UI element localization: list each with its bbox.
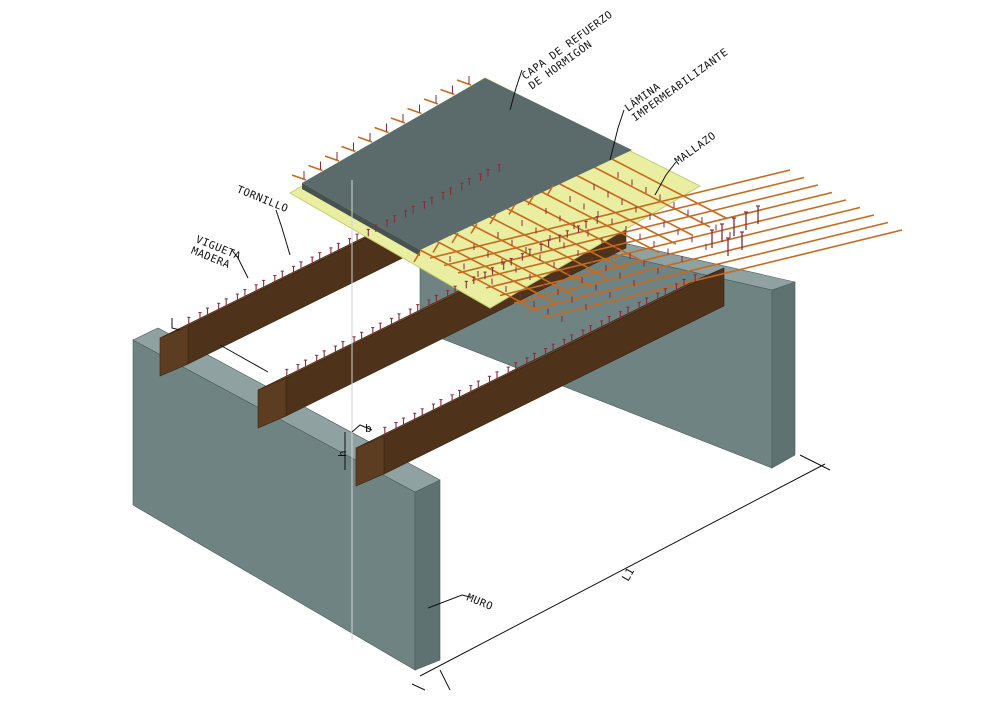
- callout-lamina: LÁMINA IMPERMEABILIZANTE: [622, 46, 731, 124]
- leader-capa: [509, 69, 523, 111]
- rebar-stub: [357, 136, 373, 143]
- rebar-stub: [440, 88, 455, 96]
- mesh-bar: [453, 232, 575, 296]
- rebar-stub: [413, 251, 421, 263]
- back-wall-face: [771, 281, 796, 469]
- rebar-stub: [374, 126, 389, 134]
- slab-edge: [302, 183, 420, 256]
- joist-end: [355, 435, 385, 487]
- callout-capa: CAPA DE REFUERZO DE HORMIGÓN: [520, 9, 615, 93]
- dimension-h-label: h: [336, 450, 349, 457]
- joist-end: [257, 377, 287, 429]
- rebar-stub: [291, 174, 307, 181]
- mesh-bar: [443, 176, 805, 267]
- leader-lines: [231, 69, 677, 609]
- mesh-bar: [513, 214, 875, 304]
- rebar-stub: [470, 223, 478, 234]
- mesh-bar: [538, 189, 660, 254]
- rebar-stub: [508, 204, 516, 215]
- rebar-stub: [341, 145, 356, 153]
- label-lamina-line2: IMPERMEABILIZANTE: [630, 46, 731, 124]
- front-wall-face: [414, 479, 441, 671]
- rebar-stub: [407, 107, 422, 115]
- rebar-mesh: [419, 155, 903, 322]
- mesh-bar: [485, 199, 847, 289]
- rebar-stub: [451, 232, 459, 244]
- dimension-l1: L1: [411, 454, 831, 691]
- leader-muro: [427, 594, 471, 609]
- leader-vigueta: [231, 249, 249, 279]
- mesh-bar: [429, 169, 791, 259]
- slab-rebar-stubs: [291, 76, 554, 263]
- dimension-bh: b h: [171, 318, 373, 470]
- mesh-bar: [606, 155, 728, 220]
- mesh-bar: [527, 221, 889, 312]
- mesh-bar: [487, 215, 609, 279]
- rebar-stub: [423, 98, 439, 105]
- leader-tornillo: [275, 209, 291, 256]
- mesh-bar: [457, 184, 819, 274]
- mesh-bar: [499, 206, 861, 297]
- rebar-stub: [308, 164, 323, 172]
- rebar-stub: [489, 213, 497, 225]
- label-mallazo: MALLAZO: [673, 130, 719, 168]
- label-capa-line1: CAPA DE REFUERZO: [520, 9, 615, 83]
- rebar-stub: [432, 242, 440, 253]
- mesh-bar: [541, 229, 903, 319]
- leader-mallazo: [654, 161, 677, 196]
- dimension-b-label: b: [365, 422, 372, 435]
- dimension-l1-label: L1: [619, 566, 637, 584]
- concrete-slab: [302, 78, 632, 256]
- label-muro: MURO: [465, 592, 495, 613]
- slab-top: [302, 78, 632, 250]
- rebar-stub: [546, 185, 554, 196]
- rebar-stub: [456, 79, 472, 86]
- label-tornillo: TORNILLO: [235, 184, 290, 216]
- mesh-bar: [572, 172, 694, 237]
- joist-screws: [187, 164, 760, 435]
- rebar-stub: [527, 194, 535, 206]
- mesh-bar: [521, 198, 643, 262]
- leader-lamina: [609, 109, 625, 161]
- mesh-bar: [471, 191, 833, 282]
- callout-vigueta: VIGUETA MADERA: [189, 234, 242, 272]
- rebar-stub: [324, 155, 340, 162]
- rebar-stub: [390, 117, 406, 124]
